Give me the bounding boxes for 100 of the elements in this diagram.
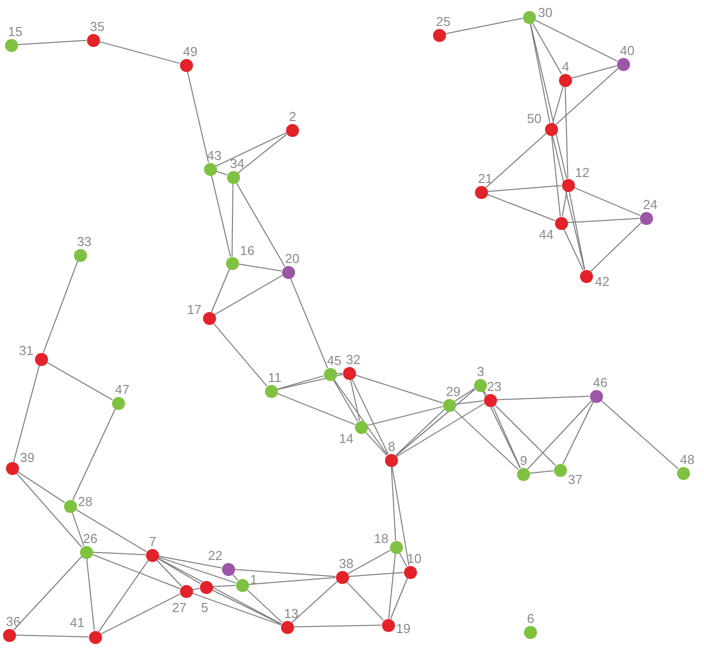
node-label: 47 <box>115 383 130 396</box>
node-label: 41 <box>70 616 84 629</box>
edge-line <box>444 18 524 34</box>
edge-line <box>156 559 182 587</box>
edge-line <box>388 552 396 620</box>
node-label: 36 <box>6 615 20 628</box>
node-label: 34 <box>230 157 244 170</box>
edge-line <box>158 556 222 568</box>
edge-line <box>12 556 82 631</box>
edge-line <box>551 134 561 218</box>
node-label: 14 <box>339 432 354 445</box>
node-label: 32 <box>346 353 360 366</box>
edge-line <box>234 568 336 578</box>
node-label: 23 <box>487 380 502 393</box>
edge-line <box>530 22 550 124</box>
edge-line <box>485 132 547 188</box>
edge-line <box>348 572 404 578</box>
node-label: 31 <box>19 344 34 357</box>
edge-line <box>211 268 230 312</box>
edge-line <box>392 466 410 566</box>
edge-line <box>92 552 146 556</box>
edge-line <box>332 379 358 422</box>
edge-line <box>555 68 619 126</box>
edge-line <box>390 466 396 541</box>
edge-line <box>72 512 84 546</box>
node-label: 46 <box>593 376 608 389</box>
edge-line <box>290 278 328 368</box>
node-label: 30 <box>538 6 552 19</box>
edge-line <box>100 593 181 635</box>
edge-line <box>238 134 288 174</box>
edge-line <box>157 558 282 624</box>
node-label: 37 <box>568 473 582 486</box>
edge-line <box>454 400 484 405</box>
edge-line <box>212 584 236 588</box>
edge-line <box>552 134 585 270</box>
edge-line <box>186 70 210 164</box>
edge-line <box>562 190 568 218</box>
edge-line <box>346 581 384 621</box>
edge-line <box>236 182 286 267</box>
node-label: 49 <box>183 45 198 58</box>
node-label: 13 <box>284 607 298 620</box>
node-label: 22 <box>208 549 222 562</box>
node-label: 5 <box>201 601 208 614</box>
edge-line <box>562 401 594 465</box>
edge-line <box>276 375 324 390</box>
edge-line <box>98 560 149 632</box>
node-label: 48 <box>680 453 694 466</box>
edge-line <box>396 402 485 458</box>
node-label: 26 <box>83 532 98 545</box>
node-label: 21 <box>478 172 492 185</box>
edge-line <box>600 400 679 470</box>
node-label: 33 <box>77 235 92 248</box>
edge-line <box>248 577 336 585</box>
node-label: 20 <box>285 252 300 265</box>
edge-line <box>351 378 389 455</box>
edge-line <box>246 588 283 624</box>
edge-line <box>568 190 586 270</box>
edge-line <box>570 65 618 79</box>
edge-line <box>210 174 232 258</box>
edge-line <box>350 378 360 422</box>
edge-line <box>192 592 282 626</box>
edge-line <box>494 404 556 466</box>
edge-line <box>482 390 521 469</box>
edge-line <box>212 322 268 387</box>
edge-line <box>486 194 556 222</box>
edge-line <box>158 556 236 584</box>
node-label: 7 <box>149 535 156 548</box>
node-label: 3 <box>477 365 484 378</box>
edge-line <box>534 19 618 62</box>
edge-line <box>567 218 640 224</box>
edge-line <box>75 508 147 552</box>
edge-line <box>563 228 584 271</box>
edge-line <box>13 364 40 462</box>
node-label: 16 <box>240 244 254 257</box>
node-label: 15 <box>8 25 22 38</box>
node-label: 10 <box>407 552 422 565</box>
edge-line <box>364 431 388 456</box>
edge-line <box>354 374 444 404</box>
edge-line <box>390 578 408 620</box>
edge-line <box>17 40 87 46</box>
edge-line <box>276 392 356 426</box>
node-label: 44 <box>539 228 554 241</box>
edge-line <box>528 470 554 474</box>
edge-line <box>276 374 344 390</box>
node-label: 11 <box>268 371 282 384</box>
node-label: 29 <box>446 385 460 398</box>
edge-line <box>573 187 641 216</box>
edge-line <box>16 472 82 548</box>
node-label: 27 <box>172 601 186 614</box>
node-label: 19 <box>396 622 410 635</box>
edge-line <box>86 558 95 632</box>
edge-line <box>291 580 338 624</box>
edge-line <box>454 388 476 402</box>
edge-line <box>366 406 444 426</box>
edge-line <box>192 588 200 590</box>
edge-line <box>395 408 445 456</box>
edge-line <box>564 86 568 179</box>
edge-line <box>532 22 562 75</box>
node-label: 45 <box>327 354 342 367</box>
edge-line <box>552 86 564 124</box>
